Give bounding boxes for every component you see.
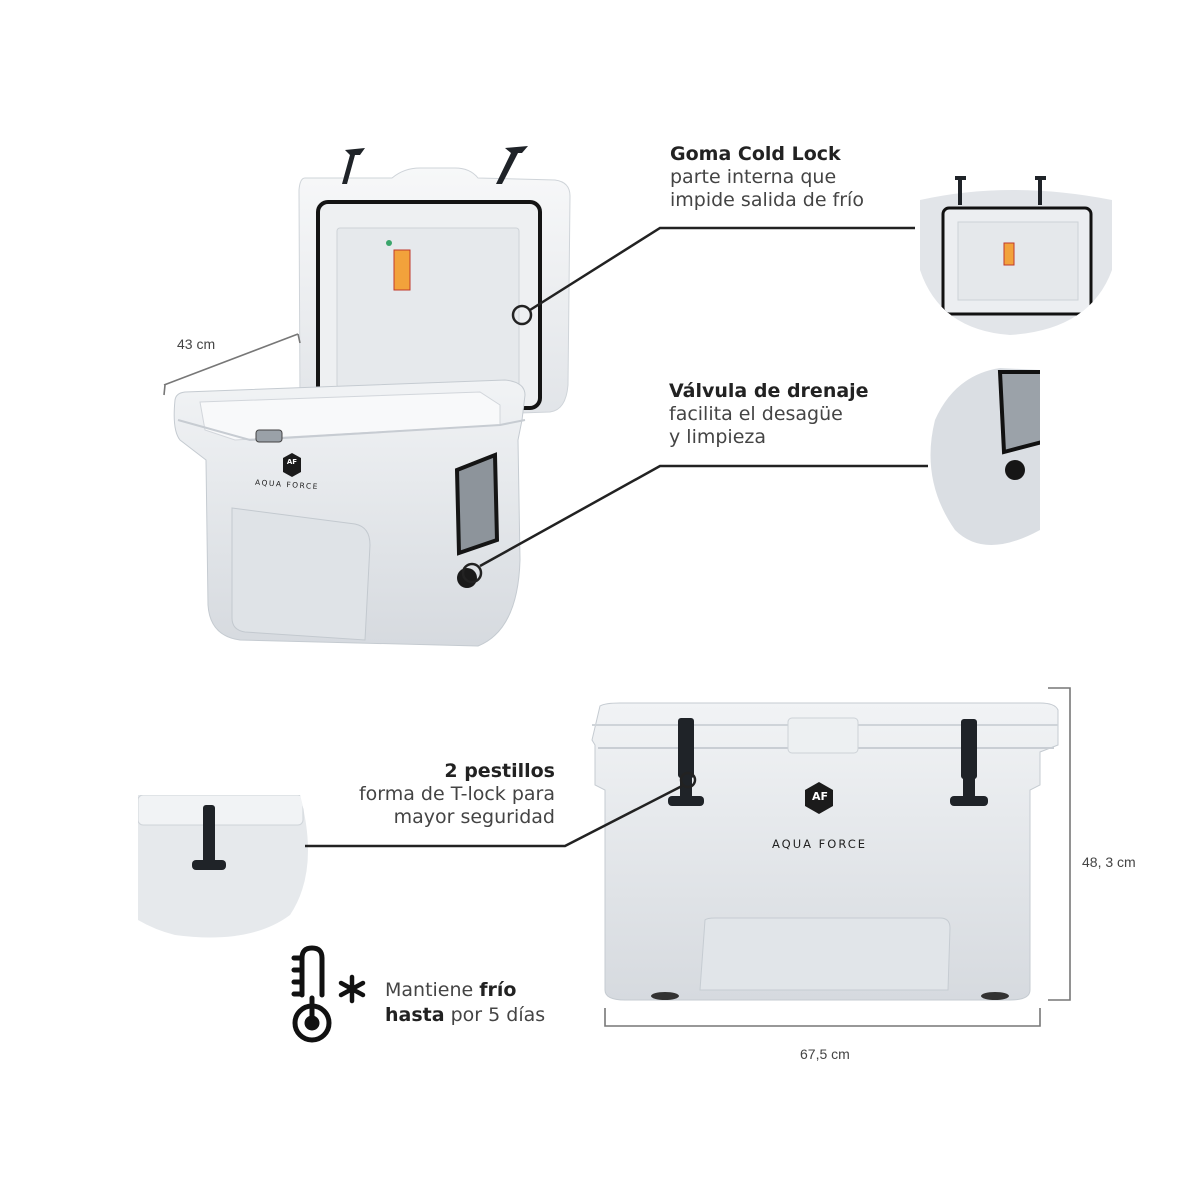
callout-title: Válvula de drenaje <box>669 380 869 402</box>
logo-monogram: AF <box>811 790 829 803</box>
feature-text: Mantiene <box>385 979 480 1001</box>
feature-text: por 5 días <box>444 1003 546 1026</box>
callout-desc-line: parte interna que <box>670 166 837 189</box>
brand-name: AQUA FORCE <box>772 837 868 851</box>
dimension-depth-label: 43 cm <box>177 336 216 352</box>
drain-valve-closeup <box>930 368 1040 545</box>
lid-gasket-closeup <box>920 190 1112 335</box>
callout-desc-line: facilita el desagüe <box>669 403 843 426</box>
callout-title: Goma Cold Lock <box>670 143 841 165</box>
callout-desc-line: impide salida de frío <box>670 189 864 212</box>
dimension-lines <box>163 333 1071 1027</box>
dimension-width-label: 67,5 cm <box>800 1046 850 1062</box>
front-cooler-image <box>591 702 1059 1001</box>
callout-desc-line: y limpieza <box>669 426 766 449</box>
callout-desc-line: forma de T-lock para <box>358 783 555 806</box>
dimension-height-label: 48, 3 cm <box>1082 854 1136 870</box>
callout-cold-lock-gasket: Goma Cold Lock parte interna que impide … <box>670 143 864 213</box>
callout-desc-line: mayor seguridad <box>393 806 555 829</box>
brand-logo-icon <box>805 782 833 814</box>
logo-monogram-small: AF <box>286 458 298 466</box>
thermometer-snowflake-icon <box>291 945 366 1043</box>
callout-title: 2 pestillos <box>444 760 555 782</box>
latch-closeup <box>138 795 308 938</box>
open-cooler-image <box>173 146 571 647</box>
feature-text-bold: hasta <box>385 1003 445 1026</box>
feature-text-bold: frío <box>479 979 517 1001</box>
callout-drain-valve: Válvula de drenaje facilita el desagüe y… <box>669 380 869 450</box>
callout-latches: 2 pestillos forma de T-lock para mayor s… <box>300 760 555 830</box>
callout-leader-lines <box>305 226 928 848</box>
cold-retention-feature: Mantiene frío hasta por 5 días <box>385 978 545 1027</box>
